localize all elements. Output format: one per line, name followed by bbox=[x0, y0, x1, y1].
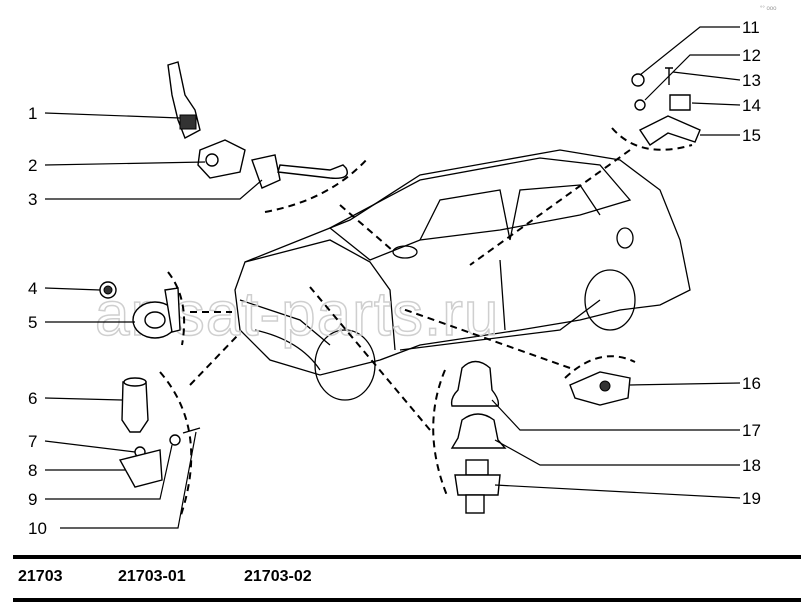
part-7-8-9-bracket bbox=[118, 427, 201, 488]
part-4-nut bbox=[99, 281, 117, 299]
svg-text:3: 3 bbox=[28, 190, 37, 209]
part-19-switch bbox=[454, 459, 501, 514]
svg-text:9: 9 bbox=[28, 490, 37, 509]
dashed-pointers bbox=[159, 127, 693, 519]
svg-text:12: 12 bbox=[742, 46, 761, 65]
variant-label: 21703-02 bbox=[244, 568, 312, 585]
part-6-washer-pump bbox=[121, 377, 149, 433]
car-illustration bbox=[234, 149, 691, 401]
svg-text:1: 1 bbox=[28, 104, 37, 123]
svg-text:5: 5 bbox=[28, 313, 37, 332]
part-15-bracket bbox=[638, 115, 701, 146]
part-3-wiper-switch bbox=[251, 154, 348, 189]
svg-text:16: 16 bbox=[742, 374, 761, 393]
part-5-horn bbox=[132, 287, 181, 339]
svg-text:8: 8 bbox=[28, 461, 37, 480]
variant-label: 21703-01 bbox=[118, 568, 186, 585]
callout-numbers: 1 2 3 4 5 6 7 8 9 10 11 12 13 14 15 16 1… bbox=[28, 18, 761, 538]
svg-text:15: 15 bbox=[742, 126, 761, 145]
svg-text:14: 14 bbox=[742, 96, 761, 115]
footer-top-rule bbox=[13, 555, 801, 559]
leader-lines bbox=[44, 26, 741, 529]
part-11-14-screws-switch bbox=[631, 67, 691, 111]
part-1-multifunction-switch bbox=[167, 61, 201, 139]
svg-text:17: 17 bbox=[742, 421, 761, 440]
variant-label: 21703 bbox=[18, 568, 63, 585]
svg-text:13: 13 bbox=[742, 71, 761, 90]
svg-text:19: 19 bbox=[742, 489, 761, 508]
svg-text:2: 2 bbox=[28, 156, 37, 175]
svg-text:10: 10 bbox=[28, 519, 47, 538]
corner-mark: °° ooo bbox=[760, 6, 777, 12]
part-2-ignition-switch bbox=[197, 139, 246, 179]
svg-text:7: 7 bbox=[28, 432, 37, 451]
svg-text:4: 4 bbox=[28, 279, 37, 298]
footer-bottom-rule bbox=[13, 598, 801, 602]
svg-text:6: 6 bbox=[28, 389, 37, 408]
svg-text:11: 11 bbox=[742, 18, 760, 37]
part-16-door-switch bbox=[569, 371, 631, 406]
part-17-boot bbox=[450, 360, 500, 407]
svg-text:18: 18 bbox=[742, 456, 761, 475]
part-18-boot bbox=[450, 413, 507, 449]
